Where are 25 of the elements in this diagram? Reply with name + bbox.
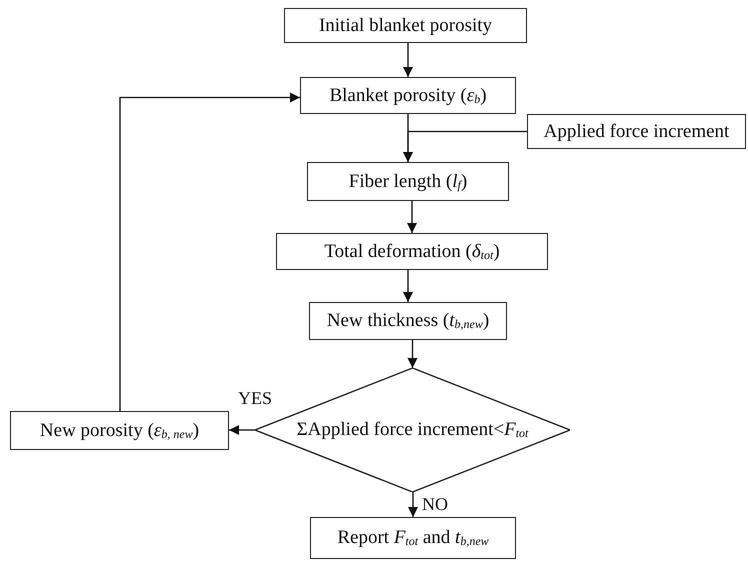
process-box — [10, 411, 229, 450]
arrow — [403, 130, 527, 162]
process-box — [300, 77, 516, 114]
process-box — [284, 8, 527, 43]
node-text: ΣApplied force increment<F$_{tot}$ — [296, 419, 528, 441]
node-text: Fiber length (l$_{f}$) — [348, 170, 468, 192]
node-text: Applied force increment — [544, 120, 730, 142]
node-text: New porosity (ε$_{b, new}$) — [40, 420, 200, 442]
arrow — [408, 492, 418, 517]
node-text: Initial blanket porosity — [318, 14, 492, 36]
arrow — [408, 340, 418, 368]
node-text: Report F$_{tot}$ and t$_{b,new}$ — [337, 527, 489, 549]
node-text: New thickness (t$_{b,new}$) — [326, 310, 490, 332]
process-box — [309, 302, 507, 340]
process-box — [310, 517, 516, 559]
arrow — [403, 270, 413, 302]
process-box — [527, 114, 746, 149]
process-box — [276, 233, 548, 270]
arrow — [119, 92, 300, 411]
process-box — [307, 162, 509, 201]
node-text: Total deformation (δ$_{tot}$) — [324, 240, 500, 262]
arrow — [407, 201, 417, 233]
arrow — [229, 425, 255, 435]
node-text: Blanket porosity (ε$_{b}$) — [329, 84, 487, 106]
arrow — [403, 43, 413, 77]
